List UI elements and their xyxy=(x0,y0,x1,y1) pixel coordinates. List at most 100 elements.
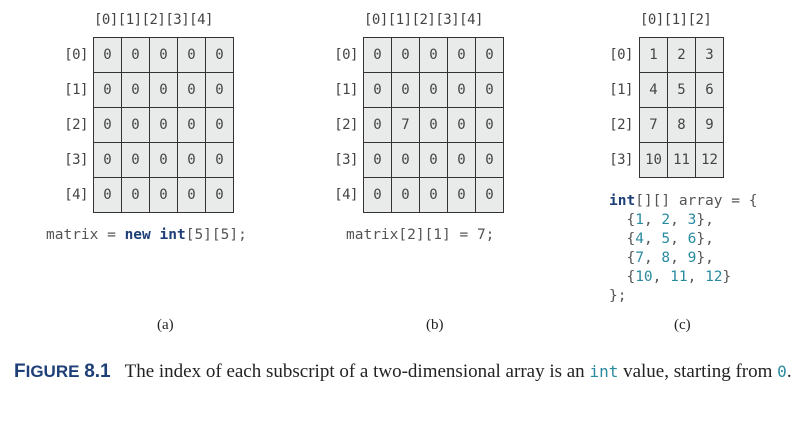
grid-cell: 0 xyxy=(391,177,420,213)
grid-cell: 12 xyxy=(695,142,724,178)
grid-cell: 0 xyxy=(149,37,178,73)
code-number: 11 xyxy=(670,269,688,285)
code-array-initializer: int[][] array = { {1, 2, 3}, {4, 5, 6}, … xyxy=(609,193,758,304)
code-keyword-new: new xyxy=(124,227,151,243)
row-label: [1] xyxy=(609,82,633,98)
grid-cell: 0 xyxy=(93,142,122,178)
code-number: 8 xyxy=(661,250,671,266)
grid-cell: 0 xyxy=(177,142,206,178)
column-index-header: [0][1][2][3][4] xyxy=(364,12,483,28)
array-grid: 1 2 3 4 5 6 7 8 9 10 11 12 xyxy=(639,37,724,178)
figure-label: FIGURE 8.1 xyxy=(14,361,111,382)
figure-number: 8.1 xyxy=(84,361,111,382)
grid-cell: 0 xyxy=(177,72,206,108)
grid-cell: 7 xyxy=(391,107,420,143)
grid-cell: 0 xyxy=(149,72,178,108)
grid-cell: 1 xyxy=(639,37,668,73)
row-label: [2] xyxy=(64,117,88,133)
code-number: 3 xyxy=(687,212,697,228)
code-number: 4 xyxy=(635,231,644,247)
row-label: [3] xyxy=(64,152,88,168)
grid-row: 7 8 9 xyxy=(639,107,724,143)
grid-cell: 5 xyxy=(667,72,696,108)
grid-cell: 0 xyxy=(363,37,392,73)
grid-cell: 0 xyxy=(447,177,476,213)
row-label: [2] xyxy=(609,117,633,133)
code-text: matrix = xyxy=(46,227,125,243)
code-number: 2 xyxy=(661,212,671,228)
grid-cell: 0 xyxy=(363,107,392,143)
grid-cell: 0 xyxy=(419,72,448,108)
grid-cell: 7 xyxy=(639,107,668,143)
grid-cell: 0 xyxy=(391,142,420,178)
grid-cell: 0 xyxy=(447,72,476,108)
grid-cell: 0 xyxy=(419,142,448,178)
caption-text: The index of each subscript of a two-dim… xyxy=(124,361,585,382)
grid-cell: 2 xyxy=(667,37,696,73)
row-label: [3] xyxy=(334,152,358,168)
grid-row: 0 0 0 0 0 xyxy=(363,37,504,73)
grid-cell: 0 xyxy=(363,142,392,178)
grid-cell: 10 xyxy=(639,142,668,178)
code-number: 1 xyxy=(635,212,644,228)
grid-cell: 0 xyxy=(93,107,122,143)
grid-cell: 0 xyxy=(419,107,448,143)
grid-cell: 0 xyxy=(363,72,392,108)
grid-cell: 0 xyxy=(419,37,448,73)
grid-cell: 0 xyxy=(149,107,178,143)
grid-cell: 0 xyxy=(205,107,234,143)
panel-label: (a) xyxy=(157,317,174,333)
figure-label-initial: F xyxy=(14,361,26,382)
code-number: 6 xyxy=(687,231,697,247)
grid-row: 0 0 0 0 0 xyxy=(93,37,234,73)
grid-cell: 0 xyxy=(177,177,206,213)
row-label: [0] xyxy=(334,47,358,63)
grid-cell: 0 xyxy=(447,107,476,143)
grid-cell: 0 xyxy=(419,177,448,213)
grid-cell: 3 xyxy=(695,37,724,73)
grid-cell: 0 xyxy=(121,142,150,178)
grid-cell: 0 xyxy=(447,37,476,73)
grid-cell: 0 xyxy=(121,107,150,143)
grid-cell: 0 xyxy=(205,177,234,213)
panel-label: (c) xyxy=(674,317,691,333)
grid-cell: 0 xyxy=(205,72,234,108)
row-label: [2] xyxy=(334,117,358,133)
grid-row: 10 11 12 xyxy=(639,142,724,178)
row-label: [3] xyxy=(609,152,633,168)
grid-cell: 0 xyxy=(363,177,392,213)
grid-row: 0 0 0 0 0 xyxy=(93,177,234,213)
code-number: 9 xyxy=(687,250,697,266)
code-number: 12 xyxy=(705,269,723,285)
grid-row: 0 0 0 0 0 xyxy=(93,107,234,143)
grid-cell: 8 xyxy=(667,107,696,143)
code-text: [5][5]; xyxy=(185,227,247,243)
caption-text-end: . xyxy=(786,361,792,382)
code-number: 10 xyxy=(635,269,653,285)
code-number: 5 xyxy=(661,231,671,247)
caption-code-zero: 0 xyxy=(777,362,787,381)
row-label: [4] xyxy=(334,187,358,203)
grid-row: 0 0 0 0 0 xyxy=(363,177,504,213)
figure-label-rest: IGURE xyxy=(25,362,80,381)
grid-cell: 0 xyxy=(149,142,178,178)
code-text: }; xyxy=(609,288,627,304)
grid-cell: 0 xyxy=(121,72,150,108)
row-label: [0] xyxy=(64,47,88,63)
grid-cell: 0 xyxy=(475,177,504,213)
column-index-header: [0][1][2] xyxy=(640,12,712,28)
caption-text: value, starting from xyxy=(623,361,773,382)
row-label: [0] xyxy=(609,47,633,63)
grid-row: 0 0 0 0 0 xyxy=(93,142,234,178)
code-assignment: matrix[2][1] = 7; xyxy=(346,227,495,243)
grid-cell: 6 xyxy=(695,72,724,108)
grid-row: 0 0 0 0 0 xyxy=(93,72,234,108)
grid-row: 0 0 0 0 0 xyxy=(363,72,504,108)
code-number: 7 xyxy=(635,250,644,266)
grid-cell: 0 xyxy=(475,37,504,73)
grid-cell: 0 xyxy=(391,72,420,108)
grid-cell: 0 xyxy=(391,37,420,73)
grid-cell: 0 xyxy=(121,37,150,73)
grid-row: 0 0 0 0 0 xyxy=(363,142,504,178)
row-label: [4] xyxy=(64,187,88,203)
